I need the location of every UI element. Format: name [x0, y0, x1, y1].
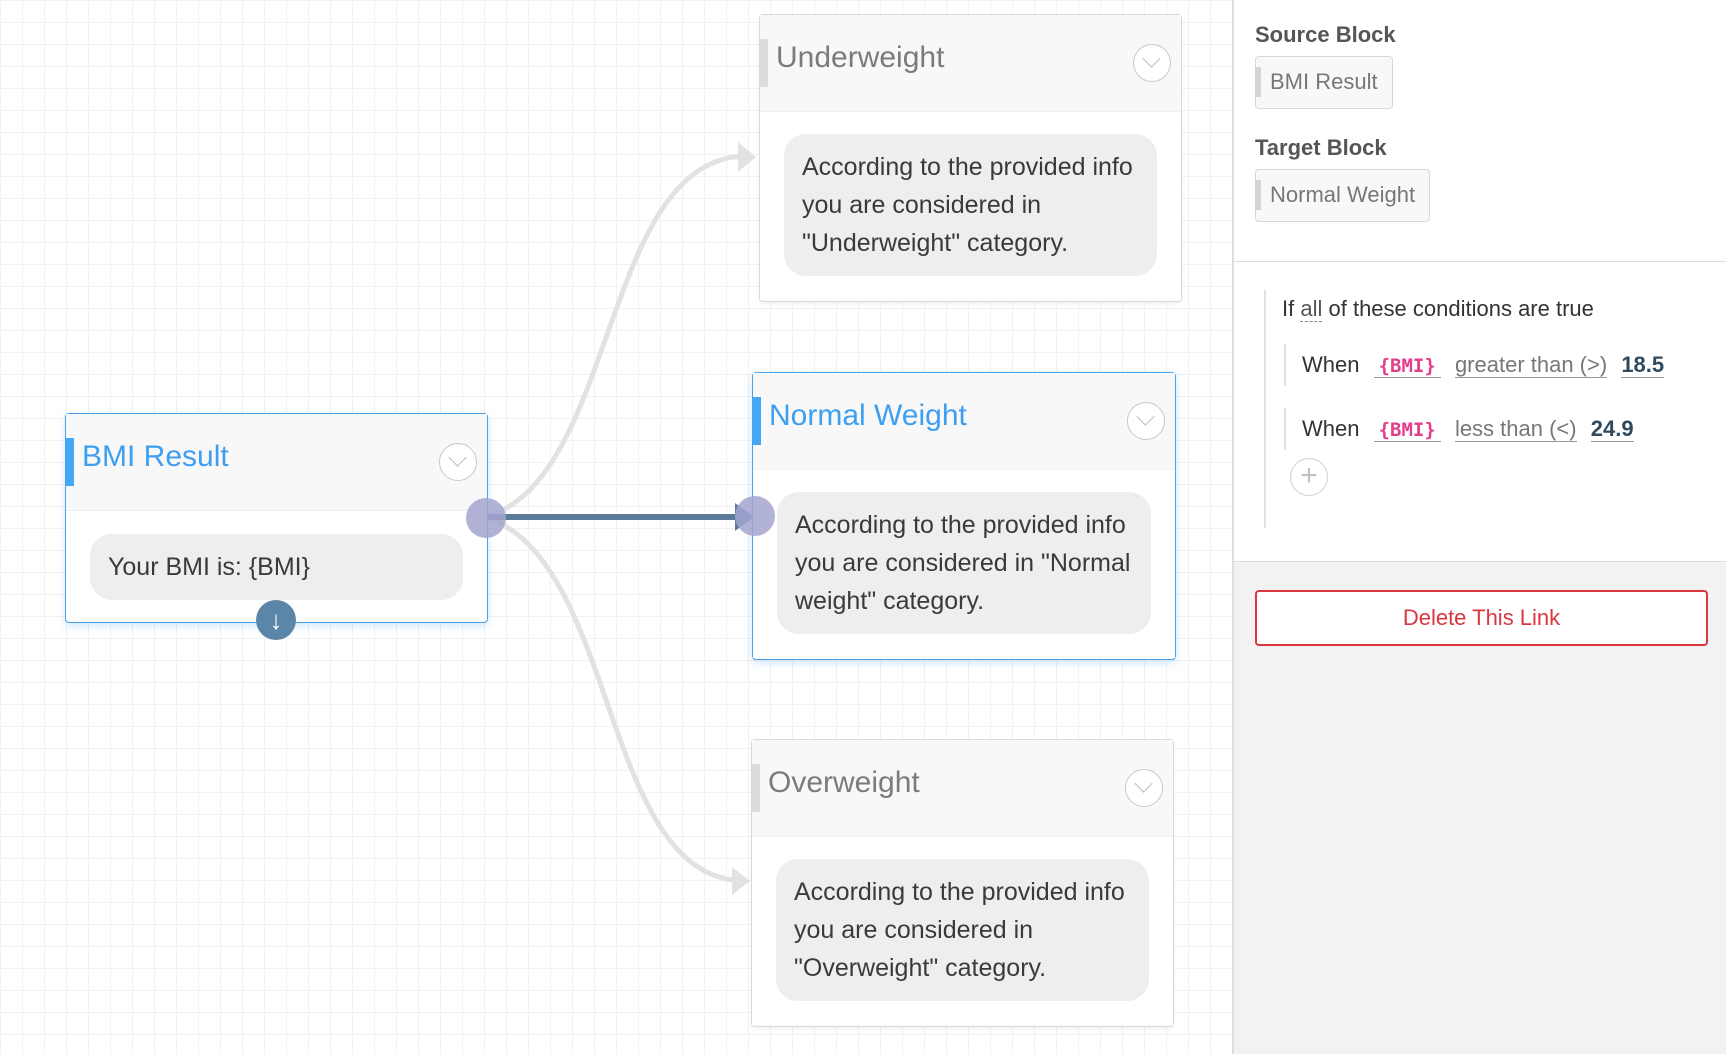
block-title: Normal Weight [769, 399, 967, 432]
condition-prefix: If [1282, 296, 1295, 321]
message-bubble: According to the provided info you are c… [777, 492, 1151, 634]
link-arrow-underweight [738, 142, 756, 172]
conditions-section: If all of these conditions are true When… [1234, 262, 1726, 562]
block-bmi-result[interactable]: BMI Result Your BMI is: {BMI} [65, 413, 488, 623]
block-accent-bar [752, 764, 760, 812]
block-body: According to the provided info you are c… [753, 470, 1175, 658]
chevron-down-icon[interactable] [1125, 769, 1163, 807]
block-title: Underweight [776, 41, 945, 74]
block-accent-bar [753, 397, 761, 445]
source-block-label: Source Block [1255, 22, 1396, 47]
condition-value[interactable]: 24.9 [1590, 416, 1634, 442]
target-port[interactable] [735, 496, 775, 536]
block-accent-bar [66, 438, 74, 486]
block-header: Normal Weight [753, 373, 1175, 470]
condition-group: If all of these conditions are true When… [1264, 290, 1684, 528]
block-overweight[interactable]: Overweight According to the provided inf… [751, 739, 1174, 1027]
condition-when: When [1302, 416, 1360, 441]
flow-canvas[interactable]: BMI Result Your BMI is: {BMI} ↓ Underwei… [0, 0, 1232, 1054]
block-normal-weight[interactable]: Normal Weight According to the provided … [752, 372, 1176, 660]
block-body: According to the provided info you are c… [752, 837, 1173, 1025]
condition-value[interactable]: 18.5 [1621, 352, 1665, 378]
source-block-chip[interactable]: BMI Result [1255, 56, 1393, 109]
chevron-down-icon[interactable] [1127, 402, 1165, 440]
condition-variable[interactable]: {BMI} [1373, 419, 1441, 442]
message-bubble: Your BMI is: {BMI} [90, 534, 463, 600]
link-to-underweight[interactable] [484, 153, 753, 520]
block-header: Overweight [752, 740, 1173, 837]
block-header: Underweight [760, 15, 1181, 112]
message-bubble: According to the provided info you are c… [776, 859, 1149, 1001]
condition-variable[interactable]: {BMI} [1373, 355, 1441, 378]
block-title: BMI Result [82, 440, 229, 473]
link-endpoints: Source Block BMI Result Target Block Nor… [1234, 0, 1726, 262]
target-block-chip[interactable]: Normal Weight [1255, 169, 1431, 222]
block-header: BMI Result [66, 414, 487, 511]
chevron-down-icon[interactable] [1133, 44, 1171, 82]
condition-row: When {BMI} less than (<) 24.9 [1284, 408, 1684, 450]
block-underweight[interactable]: Underweight According to the provided in… [759, 14, 1182, 302]
link-to-overweight[interactable] [484, 514, 746, 884]
block-body: According to the provided info you are c… [760, 112, 1181, 300]
link-properties-panel: Source Block BMI Result Target Block Nor… [1232, 0, 1726, 1054]
condition-when: When [1302, 352, 1360, 377]
condition-suffix: of these conditions are true [1328, 296, 1594, 321]
condition-operator[interactable]: less than (<) [1454, 416, 1577, 442]
condition-operator[interactable]: greater than (>) [1454, 352, 1608, 378]
block-body: Your BMI is: {BMI} [66, 511, 487, 620]
link-arrow-overweight [732, 867, 750, 895]
chevron-down-icon[interactable] [439, 443, 477, 481]
source-port[interactable] [466, 498, 506, 538]
block-title: Overweight [768, 766, 920, 799]
arrow-down-icon[interactable]: ↓ [256, 600, 296, 640]
add-condition-icon[interactable]: + [1290, 458, 1328, 496]
condition-row: When {BMI} greater than (>) 18.5 [1284, 344, 1684, 386]
delete-link-button[interactable]: Delete This Link [1255, 590, 1708, 646]
condition-header: If all of these conditions are true [1282, 296, 1684, 322]
message-bubble: According to the provided info you are c… [784, 134, 1157, 276]
condition-quantifier-select[interactable]: all [1300, 296, 1323, 322]
block-accent-bar [760, 39, 768, 87]
target-block-label: Target Block [1255, 135, 1387, 160]
